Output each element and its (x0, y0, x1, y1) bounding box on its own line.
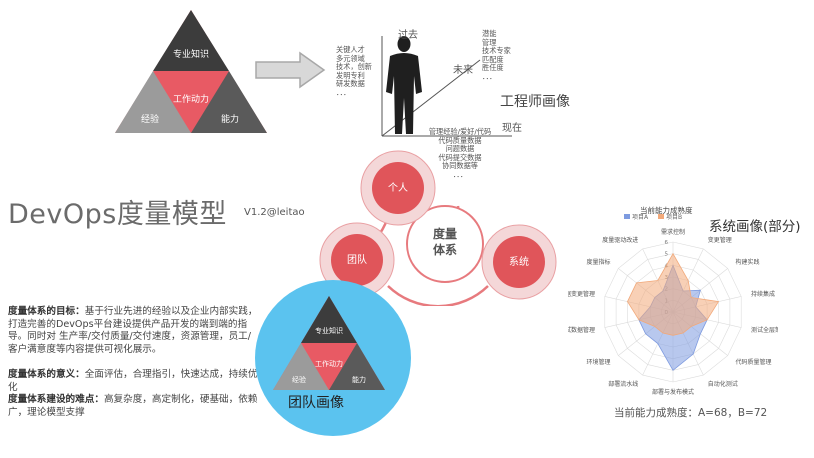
center-label-line2: 体系 (433, 242, 457, 257)
now-item: ．．． (452, 169, 468, 179)
axis-label: 测试全层策略 (751, 326, 778, 334)
triangle-left-label: 经验 (141, 113, 159, 125)
now-item: 代码提交数据 (438, 152, 482, 162)
difficulty-text: 高复杂度，高定制化，硬基础，依赖广，理论模型支撑 (8, 394, 258, 418)
past-item: ．．． (336, 87, 351, 97)
now-item: 代码质量数据 (438, 135, 482, 145)
team-triangle-left-label: 经验 (292, 375, 306, 384)
legend-swatch (658, 214, 664, 219)
series-area (627, 252, 720, 336)
past-item: 研发数据 (336, 79, 365, 89)
axis-label: 测试数据管理 (568, 326, 595, 334)
radar-chart: 项目A项目B0123456需求控制变更管理构建实践持续集成测试全层策略代码质量管… (568, 214, 778, 396)
past-item: 多元领域 (336, 53, 365, 63)
past-items-list: 关键人才多元领域技术，创新发明专利研发数据．．． (336, 45, 372, 98)
competency-triangle: 专业知识 工作动力 经验 能力 (115, 10, 267, 133)
axis-label: 部署与发布模式 (652, 388, 694, 396)
engineer-portrait-diagram (381, 36, 512, 137)
axis-label: 数据变更管理 (568, 290, 595, 298)
person-silhouette-icon (386, 36, 422, 134)
individual-node (372, 162, 424, 214)
triangle-center-label: 工作动力 (173, 93, 209, 105)
difficulty-label: 度量体系建设的难点： (8, 394, 104, 405)
team-triangle-right-label: 能力 (352, 375, 366, 384)
axis-label: 持续集成 (751, 290, 775, 298)
goal-paragraph: 度量体系的目标：基于行业先进的经验以及企业内部实践，打造完善的DevOps平台建… (8, 306, 260, 356)
tick-label: 5 (665, 252, 669, 258)
future-item: 潜能 (482, 29, 497, 38)
future-items-list: 潜能管理技术专家匹配度胜任度．．． (482, 29, 511, 82)
triangle-right-segment (191, 71, 267, 133)
axis-label: 变更管理 (708, 236, 732, 244)
legend-label: 项目A (632, 214, 649, 221)
page-title: DevOps度量模型 (8, 199, 227, 230)
axis-label: 环境管理 (586, 358, 610, 366)
triangle-top-label: 专业知识 (173, 48, 209, 60)
past-item: 发明专利 (336, 70, 365, 80)
right-arrow-icon (255, 51, 326, 89)
radar-chart-title: 当前能力成熟度 (640, 206, 693, 215)
triangle-left-segment (115, 71, 191, 133)
goal-text: 基于行业先进的经验以及企业内部实践，打造完善的DevOps平台建设提供产品开发的… (8, 306, 258, 355)
legend-swatch (624, 214, 630, 219)
now-item: 管理经验/爱好/代码 (428, 127, 492, 136)
future-item: 胜任度 (482, 63, 504, 73)
past-item: 关键人才 (336, 45, 365, 54)
meaning-label: 度量体系的意义： (8, 369, 85, 380)
now-items-list: 管理经验/爱好/代码代码质量数据问题数据代码提交数据协同数据等．．． (420, 127, 500, 180)
tick-label: 6 (665, 240, 669, 246)
center-circle (406, 205, 484, 283)
future-item: ．．． (482, 71, 497, 81)
team-triangle-top-label: 专业知识 (315, 326, 343, 335)
radar-chart-footer: 当前能力成熟度：A=68，B=72 (614, 407, 768, 419)
version-label: V1.2@leitao (244, 207, 305, 218)
goal-label: 度量体系的目标： (8, 306, 85, 317)
now-item: 问题数据 (445, 144, 475, 154)
engineer-portrait-label: 工程师画像 (500, 94, 570, 110)
triangle-top-segment (153, 10, 229, 71)
system-node (493, 236, 545, 288)
meaning-paragraph: 度量体系的意义：全面评估，合理指引，快速达成，持续优化 (8, 369, 260, 394)
system-portrait-label: 系统画像(部分) (709, 219, 801, 235)
team-portrait-circle: 专业知识 工作动力 经验 能力 (255, 280, 411, 436)
future-item: 匹配度 (482, 54, 504, 64)
axis-label: 代码质量管理 (736, 358, 772, 366)
past-item: 技术，创新 (336, 62, 372, 72)
difficulty-paragraph: 度量体系建设的难点：高复杂度，高定制化，硬基础，依赖广，理论模型支撑 (8, 394, 260, 419)
axis-label: 构建实践 (736, 258, 760, 266)
legend-label: 项目B (666, 214, 682, 221)
axis-label: 部署流水线 (608, 380, 638, 388)
axis-past-label: 过去 (398, 30, 418, 41)
team-node (331, 234, 383, 286)
meaning-text: 全面评估，合理指引，快速达成，持续优化 (8, 369, 258, 393)
future-item: 管理 (482, 37, 497, 47)
now-item: 协同数据等 (442, 161, 478, 171)
axis-future-label: 未来 (453, 65, 473, 76)
axis-label: 自动化测试 (708, 380, 738, 388)
triangle-right-label: 能力 (221, 113, 239, 125)
axis-label: 度量指标 (586, 258, 610, 266)
future-item: 技术专家 (482, 46, 511, 56)
system-label: 系统 (509, 255, 529, 268)
axis-label: 度量驱动改进 (602, 236, 638, 244)
individual-label: 个人 (388, 182, 408, 194)
team-triangle-center-label: 工作动力 (315, 359, 343, 368)
metric-system-diagram: 个人 团队 系统 度量 体系 (319, 150, 557, 306)
axis-label: 需求控制 (661, 228, 685, 236)
team-portrait-label: 团队画像 (288, 395, 344, 411)
axis-now-label: 现在 (502, 123, 522, 134)
center-label-line1: 度量 (433, 226, 457, 241)
team-label: 团队 (347, 253, 367, 266)
